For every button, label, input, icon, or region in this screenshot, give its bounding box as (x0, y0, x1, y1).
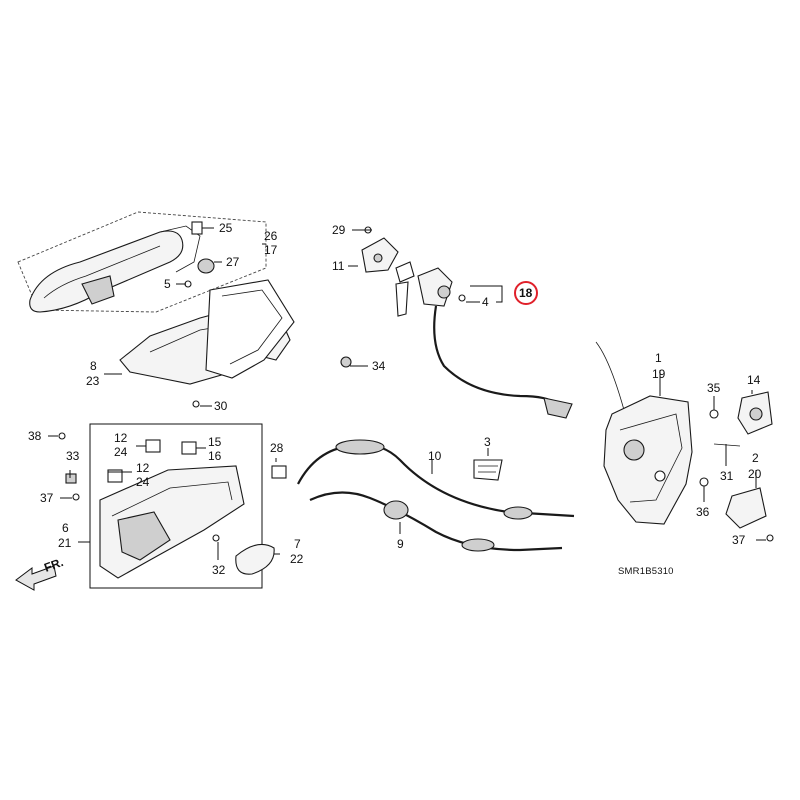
callout-7: 7 (294, 537, 301, 551)
key-blade (395, 281, 409, 317)
callout-16: 26 (264, 229, 278, 243)
callout-2: 2 (752, 451, 759, 465)
inner-handle-box (89, 423, 263, 589)
part-31-screw (212, 534, 220, 542)
callout-17: 18 (519, 286, 533, 300)
callout-25: 16 (208, 449, 222, 463)
callout-14: 15 (208, 435, 222, 449)
handle-base-cover (81, 275, 115, 305)
callout-35: 36 (696, 505, 710, 519)
latch-rod (595, 341, 625, 411)
callout-21: 21 (58, 536, 72, 550)
callout-3: 3 (484, 435, 491, 449)
part-35-bolt (699, 477, 709, 487)
part-34-bolt (709, 409, 719, 419)
front-arrow-label: FR. (42, 555, 65, 575)
part-7-cover (235, 543, 275, 575)
callout-8: 8 (90, 359, 97, 373)
callout-31: 32 (212, 563, 226, 577)
callout-28: 29 (332, 223, 346, 237)
callout-5: 5 (164, 277, 171, 291)
outer-handle-group (17, 211, 267, 313)
cylinder-group (361, 226, 573, 419)
callout-24-b: 24 (136, 475, 150, 489)
callout-4: 4 (482, 295, 489, 309)
part-12-clip-a (145, 439, 161, 453)
diagram-code: SMR1B5310 (618, 566, 674, 577)
part-32-nut (65, 473, 77, 484)
callout-10: 11 (332, 259, 345, 273)
callout-12-b: 12 (136, 461, 150, 475)
part-2-cover (725, 487, 767, 529)
cables-group (271, 439, 575, 552)
part-3-label (473, 459, 503, 481)
cable-11-grommet (335, 439, 385, 455)
callout-23: 23 (86, 374, 100, 388)
callout-32: 33 (66, 449, 80, 463)
callout-29: 30 (214, 399, 228, 413)
front-arrow-icon (15, 565, 57, 591)
callout-26: 17 (264, 243, 278, 257)
part-13-clip (191, 221, 203, 235)
outer-handle (29, 230, 184, 313)
cable-9-grommet (383, 500, 409, 520)
latch-group (595, 341, 774, 542)
part-18-bushing (197, 258, 215, 274)
part-29-screw (192, 400, 200, 408)
callout-12-a: 12 (114, 431, 128, 445)
part-37-screw (72, 493, 80, 501)
callout-36: 37 (732, 533, 746, 547)
small-parts-left (58, 432, 80, 501)
part-9-cable (309, 491, 563, 552)
callout-17-highlight (514, 281, 538, 305)
callout-33: 34 (372, 359, 386, 373)
leader-lines (48, 227, 766, 560)
callout-37: 37 (40, 491, 54, 505)
callout-9: 9 (397, 537, 404, 551)
part-11-cable (297, 443, 575, 518)
part-38-screw (58, 432, 66, 440)
handle-base (205, 279, 295, 379)
inner-handle-group (89, 423, 275, 589)
callout-20: 20 (748, 467, 762, 481)
callout-1: 1 (655, 351, 662, 365)
part-1-latch (603, 395, 693, 525)
callout-6: 6 (62, 521, 69, 535)
cylinder-rod-cable (433, 305, 557, 405)
part-14-clip (181, 441, 197, 455)
callout-labels: 25 26 17 27 5 29 11 4 18 8 23 34 30 38 3… (28, 221, 762, 577)
callout-11: 10 (428, 449, 442, 463)
callout-38: 38 (28, 429, 42, 443)
callout-19: 19 (652, 367, 666, 381)
callout-30: 31 (720, 469, 734, 483)
part-4-screw (458, 294, 466, 302)
callout-15: 14 (747, 373, 761, 387)
callout-34: 35 (707, 381, 721, 395)
front-arrow: FR. (15, 555, 65, 591)
part-12-clip-b (107, 469, 123, 483)
part-36-screw (766, 534, 774, 542)
key-head (395, 261, 415, 283)
callout-18: 27 (226, 255, 240, 269)
callout-13: 25 (219, 221, 233, 235)
callout-27: 28 (270, 441, 284, 455)
callout-22: 22 (290, 552, 304, 566)
handle-bracket-group (119, 279, 352, 408)
part-33-bolt (340, 356, 352, 368)
inner-handle-lever (117, 511, 171, 561)
callout-24-a: 24 (114, 445, 128, 459)
part-27-clip (271, 465, 287, 479)
